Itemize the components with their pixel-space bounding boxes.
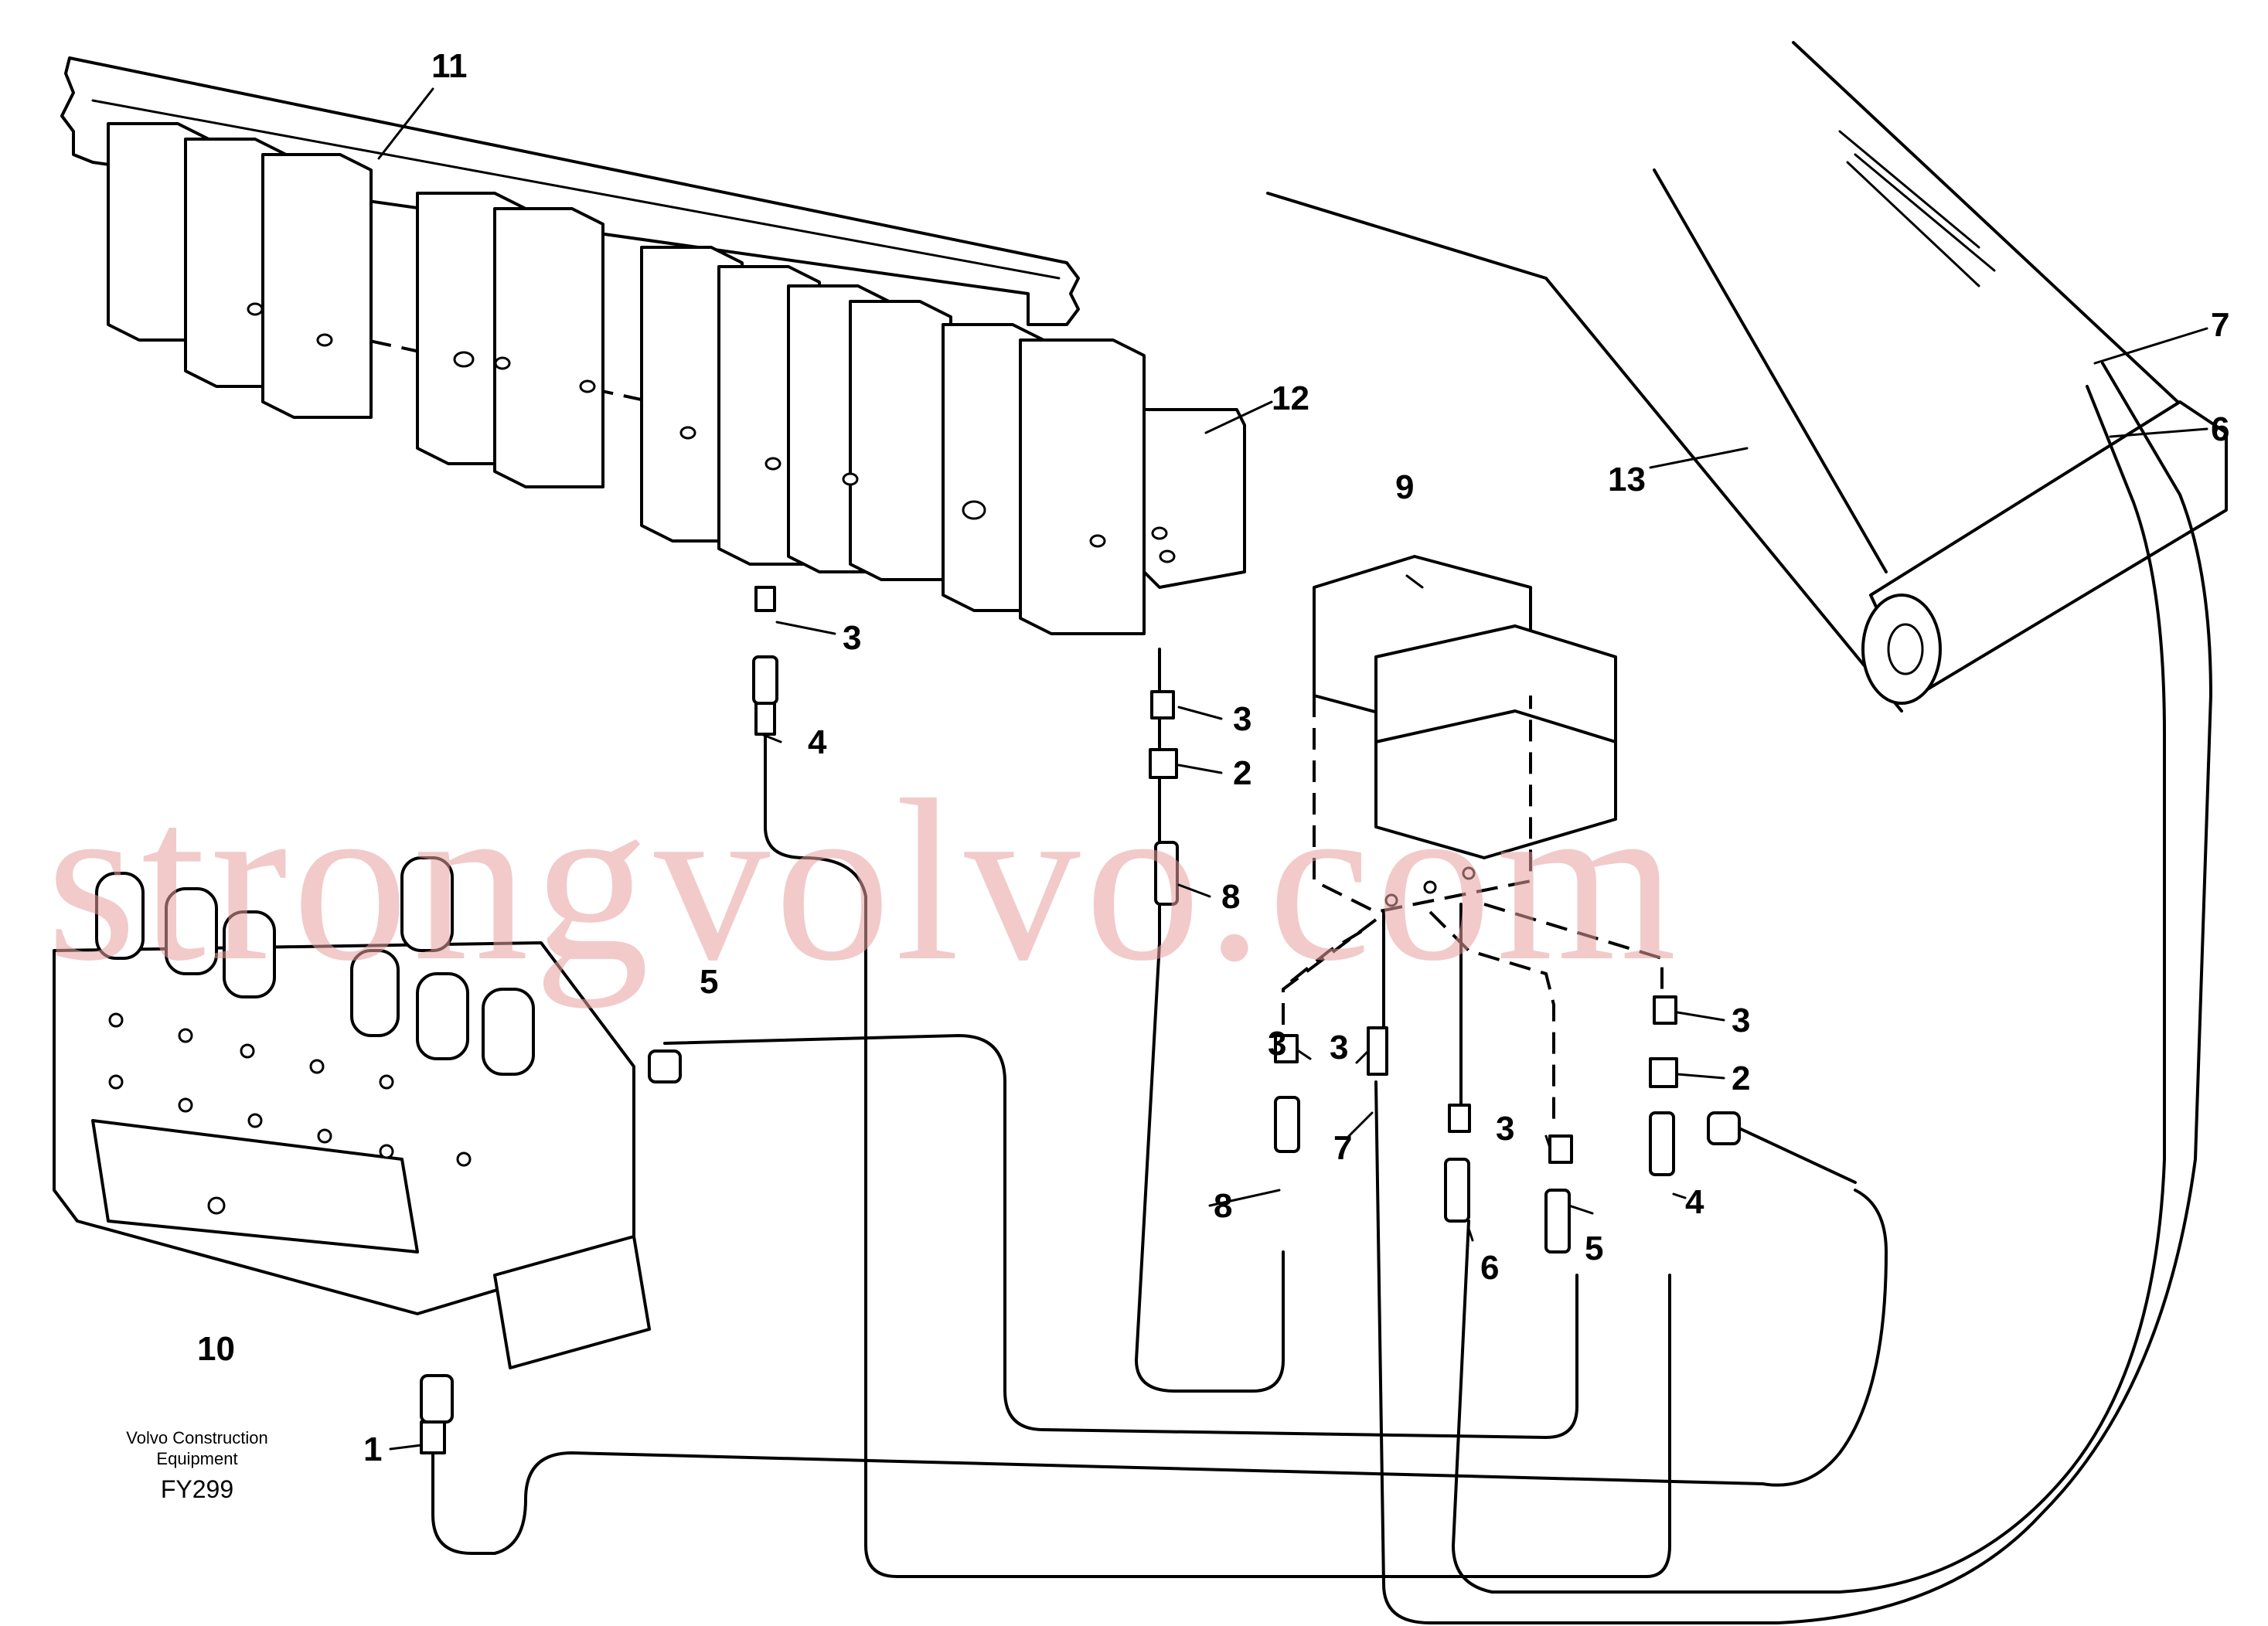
solenoid-coil-blocks [107,122,1246,635]
callout-7: 7 [2211,306,2229,344]
hydraulic-hoses [431,362,2212,1624]
callout-labels: 11 12 3 4 3 2 8 9 7 6 13 5 3 7 8 3 6 5 3… [197,47,2229,1468]
solenoid-valve-9 [1313,555,1617,914]
callout-leaders [377,87,2208,1451]
callout-9: 9 [1395,468,1414,506]
main-control-valve [53,856,651,1369]
callout-11: 11 [431,47,468,85]
callout-2: 2 [1233,754,1251,792]
callout-8: 8 [1214,1187,1232,1225]
callout-6: 6 [2211,410,2229,448]
control-valve-ports [108,1012,472,1215]
caption-equipment: Equipment [156,1449,237,1468]
callout-10: 10 [197,1330,235,1368]
watermark: strongvolvo.com [46,752,1681,1009]
callout-3: 3 [1330,1029,1348,1066]
callout-1: 1 [363,1430,382,1468]
callout-3: 3 [1496,1110,1514,1148]
callout-4: 4 [808,723,827,761]
callout-5: 5 [700,963,718,1001]
solenoid-valve-bank [60,56,1246,635]
callout-3: 3 [1233,700,1251,738]
drawing-caption: Volvo Construction Equipment FY299 [126,1428,267,1503]
callout-3: 3 [1268,1025,1286,1063]
control-valve-solenoids [95,856,535,1076]
callout-5: 5 [1585,1230,1603,1267]
callout-7: 7 [1333,1129,1352,1167]
callout-13: 13 [1608,461,1646,498]
caption-drawing-code: FY299 [161,1475,233,1503]
caption-manufacturer: Volvo Construction [126,1428,267,1447]
callout-4: 4 [1685,1183,1704,1221]
callout-6: 6 [1480,1249,1499,1287]
callout-3: 3 [843,619,861,657]
callout-2: 2 [1732,1060,1750,1097]
manifold-port-holes [247,302,1176,563]
callout-12: 12 [1272,379,1309,417]
callout-3: 3 [1732,1002,1750,1039]
callout-8: 8 [1221,878,1240,916]
